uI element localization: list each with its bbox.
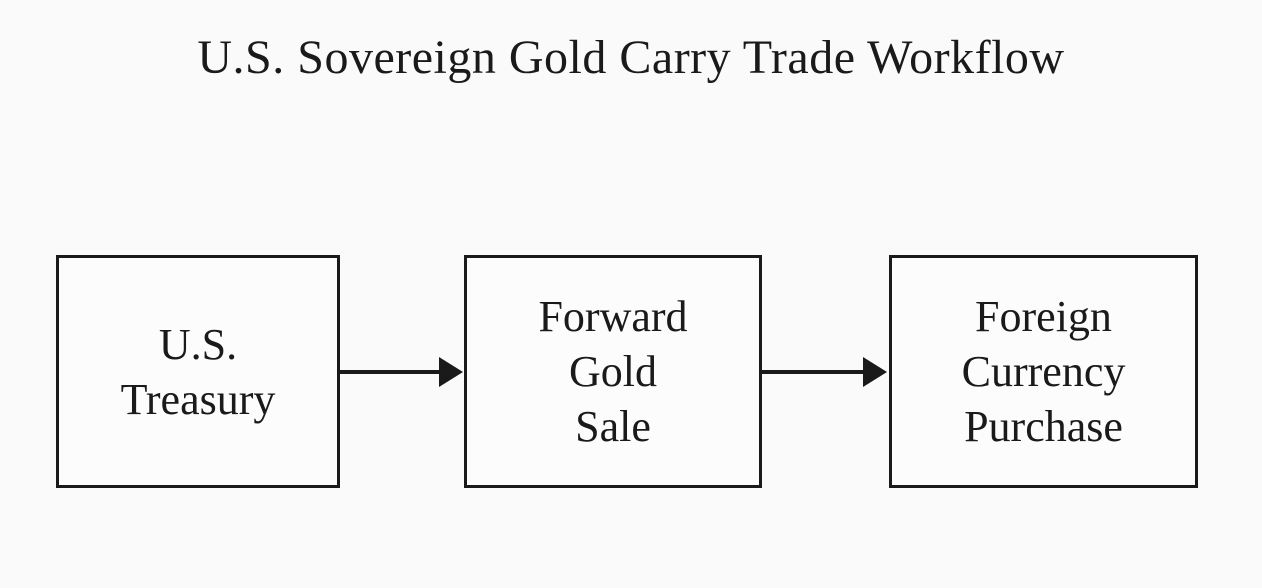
diagram-title: U.S. Sovereign Gold Carry Trade Workflow — [197, 31, 1065, 84]
arrow-right-head-icon — [863, 357, 887, 387]
arrow-shaft — [340, 370, 439, 374]
node-foreign-currency-purchase: Foreign Currency Purchase — [889, 255, 1198, 488]
node-us-treasury: U.S. Treasury — [56, 255, 340, 488]
arrow-right-head-icon — [439, 357, 463, 387]
arrow-shaft — [762, 370, 863, 374]
node-forward-gold-sale: Forward Gold Sale — [464, 255, 762, 488]
